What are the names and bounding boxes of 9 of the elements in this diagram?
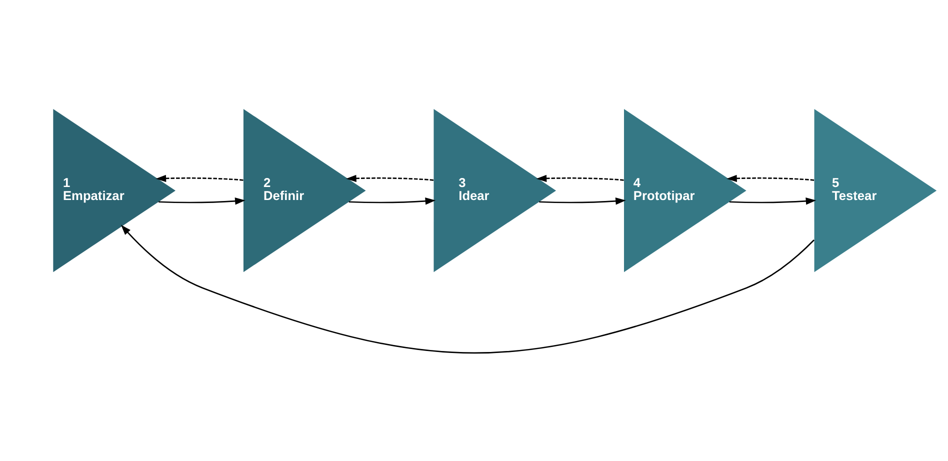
arrow [155,174,243,182]
arrow [726,174,814,182]
arrow [538,197,626,204]
arrow [158,197,245,204]
arrow [348,197,436,204]
arrow [120,224,814,354]
arrow [728,197,816,204]
arrow [536,174,624,182]
arrow [346,174,434,182]
